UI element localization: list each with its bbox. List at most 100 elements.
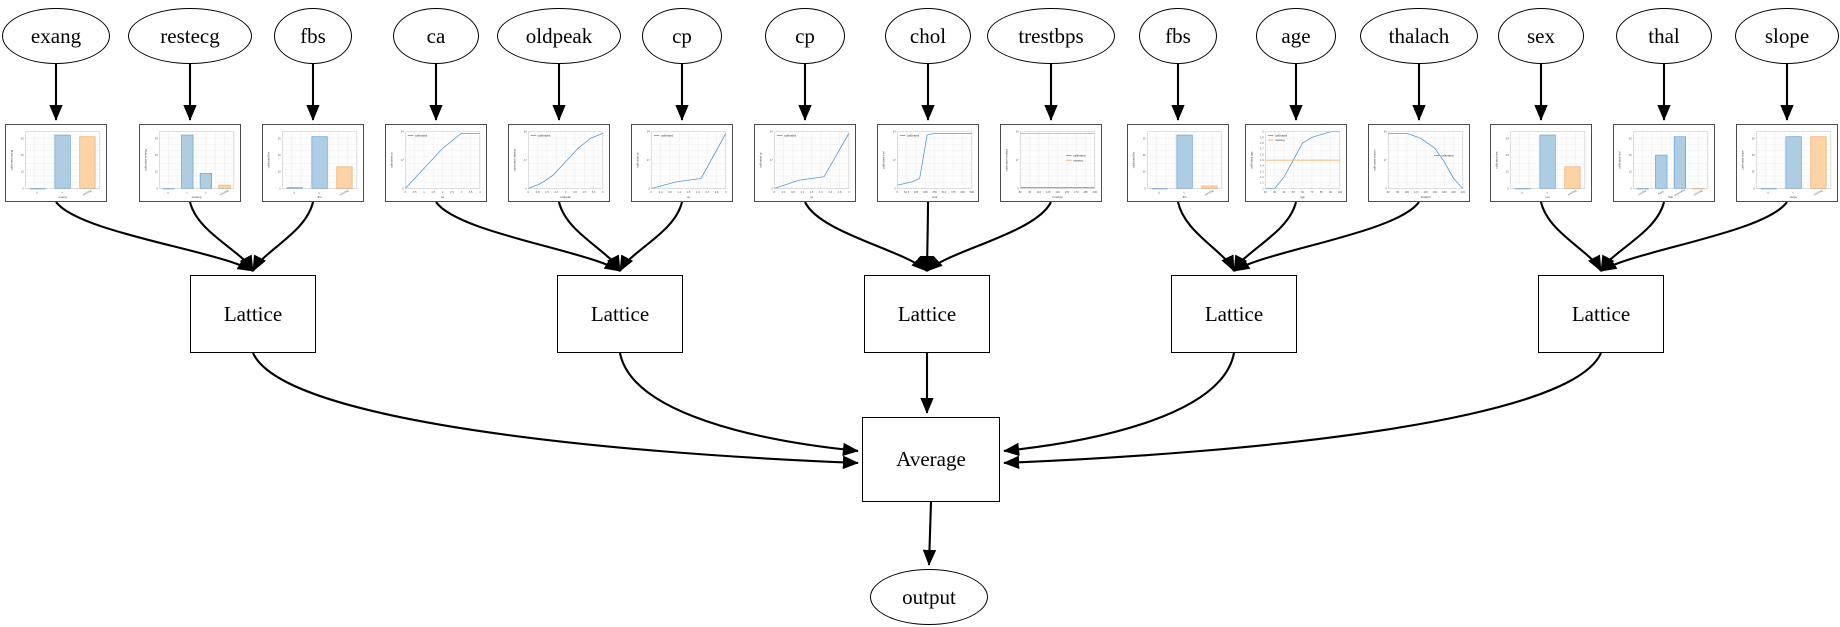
svg-text:2.6: 2.6 (715, 190, 719, 194)
svg-text:160: 160 (1433, 190, 1438, 194)
svg-text:3: 3 (460, 190, 462, 194)
svg-text:17: 17 (524, 158, 527, 162)
feature-node-label: cp (672, 23, 692, 48)
feature-node-label: fbs (1165, 23, 1191, 48)
svg-text:0.4: 0.4 (782, 190, 786, 194)
svg-text:30: 30 (1629, 136, 1632, 140)
svg-text:0: 0 (293, 190, 297, 194)
feature-node-restecg[interactable]: restecg (128, 8, 252, 64)
svg-text:2: 2 (204, 190, 208, 194)
edge-lattice-to-average-4 (1003, 352, 1236, 457)
feature-node-sex[interactable]: sex (1498, 8, 1584, 64)
svg-text:2.5: 2.5 (450, 190, 454, 194)
feature-node-label: restecg (160, 23, 220, 48)
svg-text:30: 30 (1506, 136, 1509, 140)
svg-text:fbs: fbs (1183, 195, 1187, 199)
svg-text:95: 95 (1028, 190, 1031, 194)
svg-text:0: 0 (1507, 186, 1509, 190)
svg-text:313: 313 (942, 190, 947, 194)
svg-text:10: 10 (278, 170, 281, 174)
svg-text:1.9: 1.9 (1260, 135, 1264, 139)
lattice-node-3[interactable]: Lattice (864, 275, 990, 353)
svg-text:1.4: 1.4 (1260, 164, 1264, 168)
svg-text:thal: thal (1668, 195, 1673, 199)
svg-text:0: 0 (528, 190, 530, 194)
svg-text:0: 0 (525, 186, 527, 190)
svg-text:trestbps: trestbps (1052, 195, 1063, 199)
feature-node-trestbps[interactable]: trestbps (987, 8, 1115, 64)
feature-node-cp-b[interactable]: cp (765, 8, 845, 64)
svg-text:20: 20 (155, 153, 158, 157)
feature-node-fbs-a[interactable]: fbs (274, 8, 352, 64)
svg-text:1.9: 1.9 (696, 190, 700, 194)
svg-text:30: 30 (1752, 136, 1755, 140)
svg-text:30: 30 (21, 136, 24, 140)
svg-text:missing: missing (1073, 158, 1083, 162)
svg-text:250: 250 (932, 190, 937, 194)
svg-text:fixed: fixed (1657, 189, 1665, 196)
svg-text:0: 0 (22, 186, 24, 190)
svg-text:0: 0 (771, 186, 773, 190)
svg-text:ca: ca (441, 195, 444, 199)
svg-text:calibrated sex: calibrated sex (1494, 151, 1498, 169)
lattice-node-5[interactable]: Lattice (1538, 275, 1664, 353)
feature-node-label: fbs (300, 23, 326, 48)
svg-text:80: 80 (1019, 190, 1022, 194)
svg-text:missing: missing (82, 188, 93, 196)
feature-node-oldpeak[interactable]: oldpeak (497, 8, 621, 64)
lattice-node-4[interactable]: Lattice (1171, 275, 1297, 353)
svg-text:1.3: 1.3 (1260, 169, 1264, 173)
feature-node-fbs-b[interactable]: fbs (1139, 8, 1217, 64)
feature-node-age[interactable]: age (1256, 8, 1336, 64)
svg-text:missing: missing (1813, 188, 1824, 196)
lattice-node-1[interactable]: Lattice (190, 275, 316, 353)
svg-text:1.8: 1.8 (1260, 141, 1264, 145)
svg-text:cp: cp (810, 195, 813, 199)
edge-calibrator-to-lattice-ca (435, 201, 621, 272)
feature-node-label: thalach (1388, 23, 1450, 48)
svg-text:70: 70 (1310, 190, 1313, 194)
feature-node-cp-a[interactable]: cp (642, 8, 722, 64)
svg-text:20: 20 (21, 153, 24, 157)
svg-text:0.8: 0.8 (791, 190, 795, 194)
feature-node-chol[interactable]: chol (885, 8, 971, 64)
average-node[interactable]: Average (862, 417, 1000, 502)
svg-text:0.8: 0.8 (536, 190, 540, 194)
svg-text:17: 17 (647, 158, 650, 162)
feature-node-slope[interactable]: slope (1735, 8, 1839, 64)
output-node[interactable]: output (870, 569, 988, 625)
svg-text:0: 0 (1158, 190, 1162, 194)
svg-text:0: 0 (166, 190, 170, 194)
svg-text:1: 1 (423, 190, 425, 194)
feature-node-ca[interactable]: ca (393, 8, 479, 64)
svg-text:calibrated: calibrated (1275, 134, 1288, 138)
feature-node-label: sex (1527, 23, 1555, 48)
svg-text:1: 1 (1791, 190, 1795, 194)
feature-node-thalach[interactable]: thalach (1360, 8, 1478, 64)
svg-text:1: 1 (185, 190, 189, 194)
svg-text:200: 200 (1451, 190, 1456, 194)
feature-node-label: oldpeak (525, 23, 593, 48)
feature-node-exang[interactable]: exang (2, 8, 110, 64)
svg-text:6: 6 (602, 190, 604, 194)
svg-text:calibrated thal: calibrated thal (1617, 151, 1621, 169)
feature-node-thal[interactable]: thal (1616, 8, 1712, 64)
lattice-node-2[interactable]: Lattice (557, 275, 683, 353)
lattice-node-label: Lattice (1204, 301, 1264, 326)
